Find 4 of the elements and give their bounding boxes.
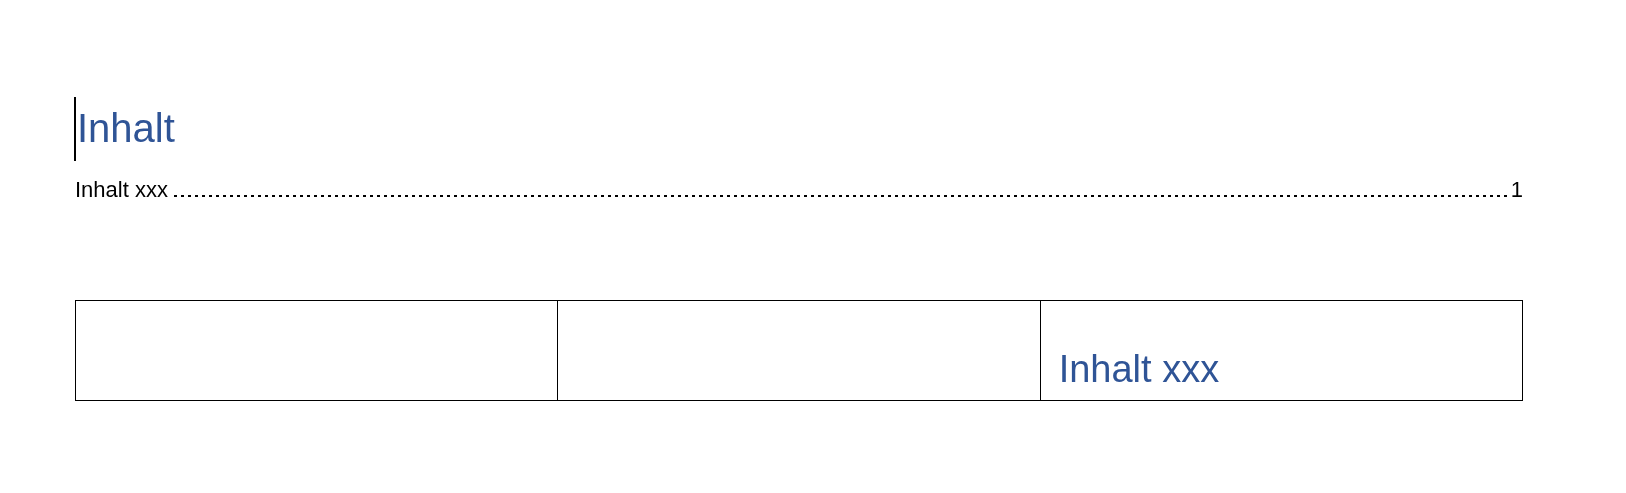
heading: Inhalt — [77, 105, 175, 152]
cell-text: Inhalt xxx — [1058, 348, 1220, 390]
toc-entry-text: Inhalt xxx — [75, 176, 168, 204]
page-number: 1 — [1510, 176, 1523, 204]
